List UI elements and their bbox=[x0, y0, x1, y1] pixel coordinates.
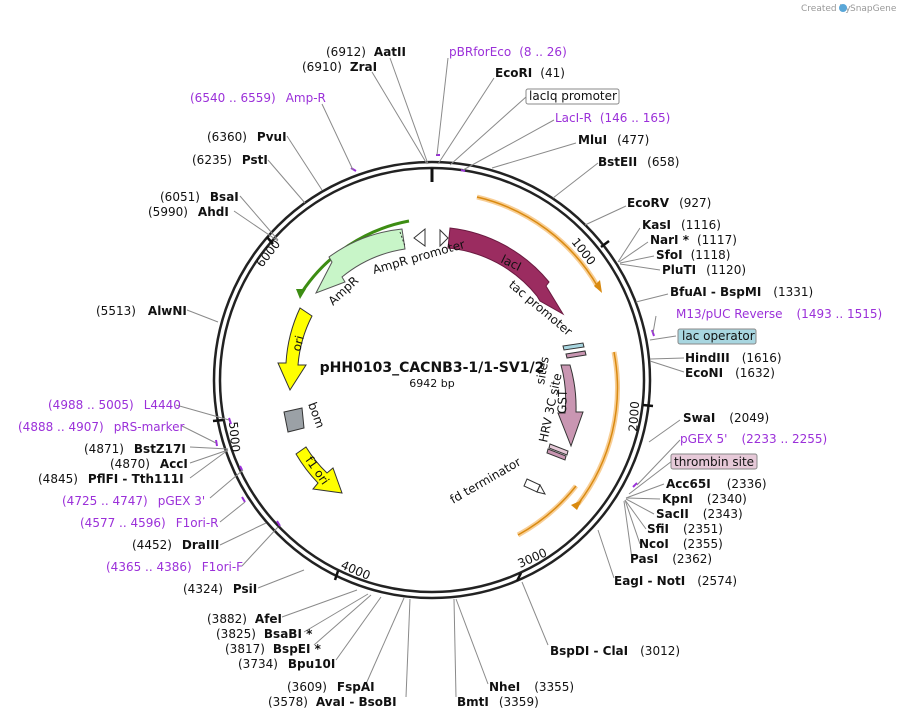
tick-5000: 5000 bbox=[212, 418, 243, 453]
enzyme-psti: (6235)PstI bbox=[192, 153, 268, 167]
enzyme-zrai: (6910)ZraI bbox=[302, 60, 377, 74]
orf-arc-insert bbox=[516, 484, 578, 538]
feature-fd-terminator: fd terminator bbox=[448, 455, 546, 507]
primer-prs-marker: (4888 .. 4907)pRS-marker bbox=[18, 420, 184, 434]
primer-mark-l4440 bbox=[228, 417, 232, 425]
feature-laci: lacI bbox=[447, 227, 565, 316]
enzyme-bsabi: (3825)BsaBI * bbox=[216, 627, 313, 641]
feature-box-lac-operator: lac operator bbox=[677, 328, 757, 345]
leader-lines bbox=[175, 57, 685, 698]
enzyme-kasi: KasI(1116) bbox=[642, 218, 721, 232]
primer-pgex-5: pGEX 5'(2233 .. 2255) bbox=[680, 432, 827, 446]
enzyme-acc65i: Acc65I(2336) bbox=[666, 477, 767, 491]
enzyme-bstz17i: (4871)BstZ17I bbox=[84, 442, 186, 456]
enzyme-ahdi: (5990)AhdI bbox=[148, 205, 229, 219]
enzyme-kpni: KpnI(2340) bbox=[662, 492, 747, 506]
snapgene-brand: SnapGene bbox=[850, 4, 897, 14]
primer-mark-laci-r bbox=[460, 169, 466, 172]
enzyme-sacii: SacII(2343) bbox=[656, 507, 743, 521]
enzyme-pflfi-tth111i: (4845)PflFI - Tth111I bbox=[38, 472, 184, 486]
enzyme-sfoi: SfoI(1118) bbox=[656, 248, 730, 262]
primer-pbrforeco: pBRforEco(8 .. 26) bbox=[449, 45, 567, 59]
enzyme-nhei: NheI(3355) bbox=[489, 680, 574, 694]
enzyme-nari: NarI *(1117) bbox=[650, 233, 737, 247]
enzyme-alwni: (5513)AlwNI bbox=[96, 304, 187, 318]
credit-text: Created by bbox=[801, 4, 851, 14]
primer-laci-r: LacI-R(146 .. 165) bbox=[555, 111, 670, 125]
enzyme-pvui: (6360)PvuI bbox=[207, 130, 287, 144]
enzyme-acci: (4870)AccI bbox=[110, 457, 188, 471]
enzyme-aatii: (6912)AatII bbox=[326, 45, 406, 59]
tick-3000: 3000 bbox=[516, 546, 549, 582]
enzyme-pasi: PasI(2362) bbox=[630, 552, 712, 566]
primer-mark-prs-marker bbox=[215, 439, 218, 447]
label-sites: sites bbox=[533, 356, 552, 386]
enzyme-hindiii: HindIII(1616) bbox=[685, 351, 782, 365]
enzyme-swai: SwaI(2049) bbox=[683, 411, 769, 425]
enzyme-bpu10i: (3734)Bpu10I bbox=[238, 657, 335, 671]
enzyme-ncoi: NcoI(2355) bbox=[639, 537, 723, 551]
enzyme-bsteii: BstEII(658) bbox=[598, 155, 679, 169]
feature-bom: bom bbox=[283, 400, 327, 433]
plasmid-size: 6942 bp bbox=[409, 377, 454, 390]
enzyme-bfuai-bspmi: BfuAI - BspMI(1331) bbox=[670, 285, 813, 299]
label-lac-operator: lac operator bbox=[682, 329, 755, 343]
primer-mark-pgex3 bbox=[239, 465, 243, 471]
enzyme-bspei: (3817)BspEI * bbox=[225, 642, 322, 656]
tick-label-5000: 5000 bbox=[226, 421, 243, 453]
enzyme-ecorv: EcoRV(927) bbox=[627, 196, 711, 210]
enzyme-psii: (4324)PsiI bbox=[183, 582, 257, 596]
enzyme-sfii: SfiI(2351) bbox=[647, 522, 723, 536]
enzyme-avai-bsobi: (3578)AvaI - BsoBI bbox=[268, 695, 397, 709]
feature-ori: ori bbox=[277, 307, 313, 392]
enzyme-mlui: MluI(477) bbox=[578, 133, 649, 147]
primer-pgex-3: (4725 .. 4747)pGEX 3' bbox=[62, 494, 205, 508]
label-thrombin-site: thrombin site bbox=[674, 455, 754, 469]
enzyme-bspdi-clai: BspDI - ClaI(3012) bbox=[550, 644, 680, 658]
enzyme-afei: (3882)AfeI bbox=[207, 612, 282, 626]
enzyme-pluti: PluTI(1120) bbox=[662, 263, 746, 277]
tick-label-6000: 6000 bbox=[253, 237, 283, 270]
primer-mark-pgex5 bbox=[632, 482, 638, 488]
orf-arc-gst bbox=[571, 351, 620, 510]
feature-lac-operator-mark bbox=[562, 342, 587, 359]
enzyme-econi: EcoNI(1632) bbox=[685, 366, 775, 380]
primer-amp-r: (6540 .. 6559)Amp-R bbox=[190, 91, 326, 105]
label-laciq-promoter: lacIq promoter bbox=[529, 89, 617, 103]
primer-mark-f1ori-f bbox=[276, 520, 281, 527]
primer-f1ori-f: (4365 .. 4386)F1ori-F bbox=[106, 560, 243, 574]
feature-box-thrombin-site: thrombin site bbox=[670, 453, 758, 470]
enzyme-eagi-noti: EagI - NotI(2574) bbox=[614, 574, 737, 588]
enzyme-bmti: BmtI(3359) bbox=[457, 695, 539, 709]
tick-label-2000: 2000 bbox=[626, 401, 642, 432]
enzyme-draiii: (4452)DraIII bbox=[132, 538, 219, 552]
label-ori: ori bbox=[289, 334, 307, 353]
primer-f1ori-r: (4577 .. 4596)F1ori-R bbox=[80, 516, 219, 530]
orf-arc-laci bbox=[476, 194, 602, 293]
feature-f1ori: f1 ori bbox=[295, 446, 343, 494]
label-bom: bom bbox=[305, 400, 327, 430]
primer-mark-f1ori-r bbox=[241, 496, 246, 503]
primer-l4440: (4988 .. 5005)L4440 bbox=[48, 398, 181, 412]
feature-box-laciq-promoter: lacIq promoter bbox=[525, 88, 620, 105]
label-gst: GST bbox=[555, 389, 570, 414]
tick-2000: 2000 bbox=[626, 401, 654, 432]
backbone-outer bbox=[212, 160, 652, 600]
feature-gst: GST bbox=[555, 364, 584, 448]
plasmid-name: pHH0103_CACNB3-1/1-SV1/2 bbox=[320, 360, 545, 376]
tick-6000: 6000 bbox=[253, 236, 283, 270]
label-fd-terminator: fd terminator bbox=[448, 455, 524, 507]
enzyme-ecori: EcoRI(41) bbox=[495, 66, 565, 80]
enzyme-fspai: (3609)FspAI bbox=[287, 680, 375, 694]
primer-m13-puc-reverse: M13/pUC Reverse(1493 .. 1515) bbox=[676, 307, 882, 321]
feature-hrv-mark bbox=[546, 443, 569, 461]
enzyme-bsai: (6051)BsaI bbox=[160, 190, 239, 204]
snapgene-logo: SnapGene bbox=[839, 4, 897, 14]
